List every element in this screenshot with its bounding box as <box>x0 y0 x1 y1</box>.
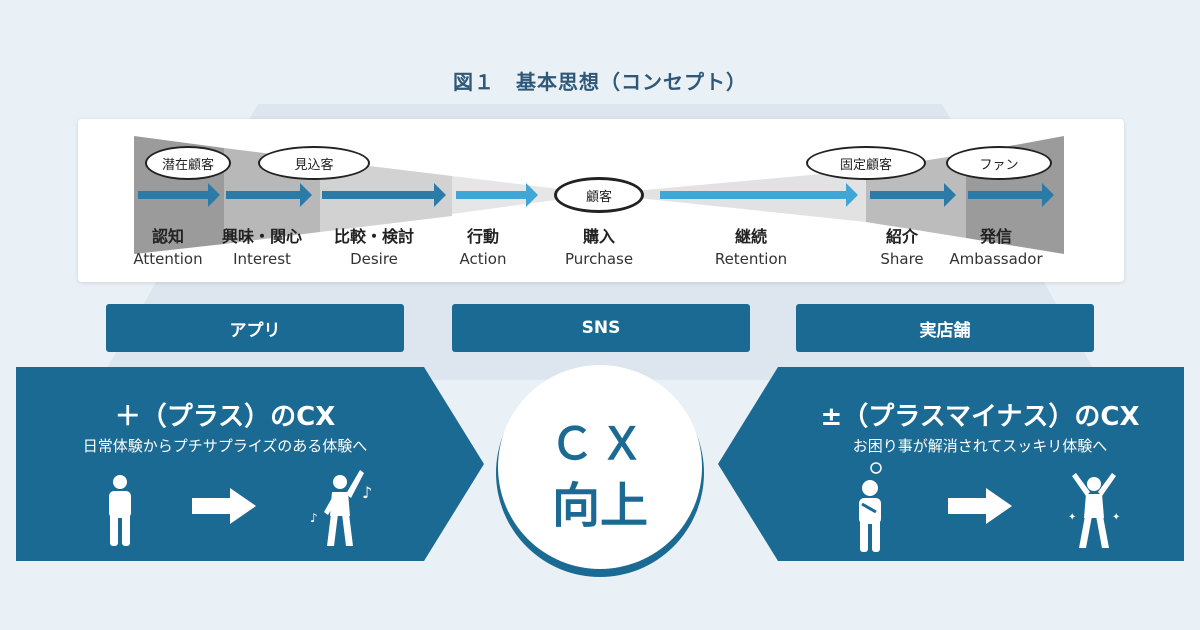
troubled-person-icon <box>859 462 882 552</box>
standing-person-icon <box>109 475 131 546</box>
right-arrow-icon-2 <box>948 488 1012 524</box>
stage-label-share: 紹介 <box>885 227 918 246</box>
jumping-person-icon: ✦ ✦ <box>1068 473 1120 548</box>
stage-sub-retention: Retention <box>714 250 788 268</box>
bubble-fan: ファン <box>946 146 1052 180</box>
right-panel-title: ±（プラスマイナス）のCX <box>820 402 1140 432</box>
center-cx-label: ＣＸ <box>550 419 650 470</box>
stage-label-retention: 継続 <box>734 227 767 246</box>
stage-label-ambassador: 発信 <box>979 227 1012 246</box>
cheering-person-icon: ♪ ♪ <box>310 470 372 546</box>
stage-sub-attention: Attention <box>133 250 203 268</box>
stage-sub-share: Share <box>880 250 924 268</box>
bubble-latent-customer: 潜在顧客 <box>145 146 231 180</box>
channel-sns: SNS <box>452 304 750 352</box>
svg-text:♪: ♪ <box>362 483 372 502</box>
stage-sub-desire: Desire <box>350 250 398 268</box>
channel-store: 実店舗 <box>796 304 1094 352</box>
stage-sub-ambassador: Ambassador <box>949 250 1043 268</box>
svg-text:♪: ♪ <box>310 511 318 525</box>
svg-text:✦: ✦ <box>1068 512 1076 523</box>
left-panel-title: ＋（プラス）のCX <box>114 402 336 432</box>
stage-label-purchase: 購入 <box>582 227 615 246</box>
bubble-loyal-customer: 固定顧客 <box>806 146 926 180</box>
stage-sub-interest: Interest <box>233 250 291 268</box>
stage-sub-purchase: Purchase <box>564 250 634 268</box>
bubble-customer: 顧客 <box>554 177 644 213</box>
svg-text:✦: ✦ <box>1112 512 1120 523</box>
stage-label-interest: 興味・関心 <box>221 227 302 246</box>
stage-label-attention: 認知 <box>151 227 184 246</box>
right-panel-subtitle: お困り事が解消されてスッキリ体験へ <box>852 437 1108 455</box>
stage-sub-action: Action <box>459 250 507 268</box>
bubble-prospect: 見込客 <box>258 146 370 180</box>
figure-title: 図１ 基本思想（コンセプト） <box>453 70 747 94</box>
stage-label-action: 行動 <box>466 227 499 246</box>
right-arrow-icon <box>192 488 256 524</box>
center-improve-label: 向上 <box>551 478 648 534</box>
channel-app: アプリ <box>106 304 404 352</box>
left-panel-subtitle: 日常体験からプチサプライズのある体験へ <box>82 437 368 455</box>
stage-label-desire: 比較・検討 <box>333 227 414 246</box>
